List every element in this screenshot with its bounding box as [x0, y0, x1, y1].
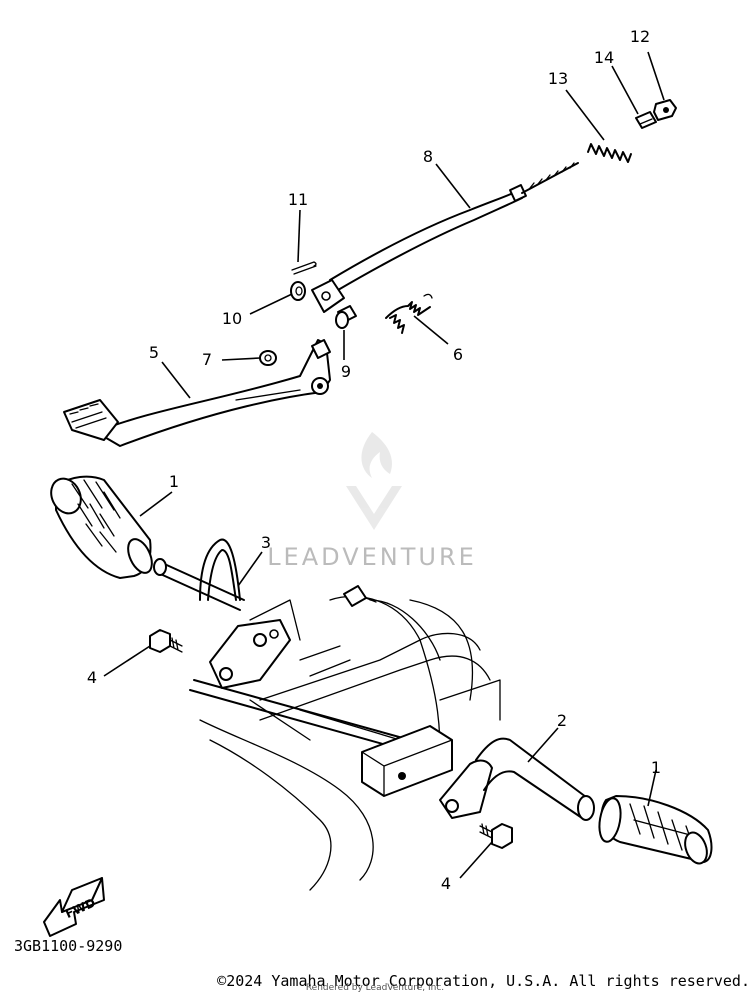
callout-9: 9	[341, 362, 351, 381]
callout-8: 8	[423, 147, 433, 166]
left-footrest-bracket	[153, 538, 291, 689]
clevis-pin	[335, 305, 357, 329]
cable-clevis	[311, 279, 345, 313]
brake-cable	[329, 162, 579, 291]
frame-cap	[343, 585, 377, 607]
watermark-text: LEADVENTURE	[267, 543, 477, 571]
callout-3: 3	[261, 533, 271, 552]
leader-lines	[103, 51, 665, 879]
callout-6: 6	[453, 345, 463, 364]
right-footrest-rubber	[598, 795, 713, 865]
cable-spring	[587, 143, 632, 163]
callout-4-right: 4	[441, 874, 451, 893]
fwd-arrow-icon: FWD	[43, 877, 105, 937]
callout-14: 14	[594, 48, 614, 67]
callout-7: 7	[202, 350, 212, 369]
callout-1-right: 1	[651, 758, 661, 777]
callout-12: 12	[630, 27, 650, 46]
callout-2: 2	[557, 711, 567, 730]
callout-5: 5	[149, 343, 159, 362]
right-bolt	[479, 823, 513, 849]
watermark-logo	[346, 432, 402, 530]
callout-labels: 12 14 13 8 11 10 9 6 7 5 1 3 4 2 1 4	[87, 27, 661, 893]
callout-10: 10	[222, 309, 242, 328]
washer-7	[259, 350, 277, 366]
adjuster-nut	[635, 111, 657, 129]
right-footrest-bracket	[439, 737, 595, 821]
brake-pedal	[63, 339, 331, 447]
callout-11: 11	[288, 190, 308, 209]
return-spring	[385, 293, 433, 334]
rendered-by-credit: Rendered by LeadVenture, Inc.	[305, 983, 445, 993]
washer-10	[290, 281, 306, 301]
copyright-notice: ©2024 Yamaha Motor Corporation, U.S.A. A…	[217, 972, 750, 990]
cable-end-nut	[653, 99, 677, 121]
left-footrest-rubber	[50, 475, 153, 579]
left-bolt	[149, 629, 183, 653]
callout-13: 13	[548, 69, 568, 88]
callout-4-left: 4	[87, 668, 97, 687]
diagram-code: 3GB1100-9290	[14, 937, 122, 955]
callout-1-left: 1	[169, 472, 179, 491]
right-mount-bracket	[361, 725, 453, 797]
cotter-pin	[291, 261, 317, 275]
